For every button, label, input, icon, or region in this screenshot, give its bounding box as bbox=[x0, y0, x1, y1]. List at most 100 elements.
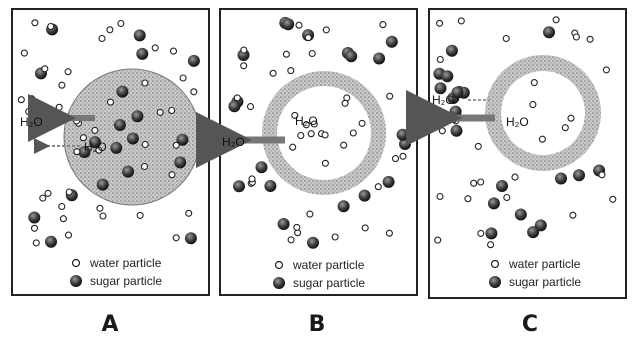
water-particle bbox=[59, 204, 65, 210]
water-particle bbox=[375, 184, 381, 190]
water-particle bbox=[573, 34, 579, 40]
panel-b-legend-sugar: sugar particle bbox=[293, 276, 365, 290]
panel-a-h2o-inside: H₂O bbox=[84, 140, 107, 154]
panel-a-label: A bbox=[95, 312, 125, 337]
panel-b-h2o-outside: H₂O bbox=[222, 135, 245, 149]
sugar-particle bbox=[451, 125, 463, 137]
water-particle bbox=[137, 212, 143, 218]
sugar-particle bbox=[45, 236, 57, 248]
water-particle bbox=[504, 195, 510, 201]
water-particle bbox=[531, 80, 537, 86]
sugar-particle bbox=[233, 180, 245, 192]
water-particle bbox=[180, 75, 186, 81]
water-particle bbox=[48, 24, 54, 30]
water-particle bbox=[171, 48, 177, 54]
water-particle bbox=[587, 36, 593, 42]
water-particle-icon bbox=[73, 260, 80, 267]
water-particle bbox=[152, 45, 158, 51]
panel-b-h2o-inside: H₂O bbox=[295, 114, 318, 128]
water-particle bbox=[288, 237, 294, 243]
water-particle bbox=[290, 144, 296, 150]
water-particle bbox=[603, 67, 609, 73]
sugar-particle bbox=[373, 53, 385, 65]
water-particle bbox=[21, 50, 27, 56]
sugar-particle bbox=[345, 50, 357, 62]
sugar-particle bbox=[97, 179, 109, 191]
sugar-particle bbox=[282, 18, 294, 30]
water-particle bbox=[475, 143, 481, 149]
water-particle bbox=[283, 51, 289, 57]
water-particle bbox=[60, 216, 66, 222]
sugar-particle bbox=[307, 237, 319, 249]
panel-a-h2o-outside: H₂O bbox=[20, 115, 43, 129]
water-particle bbox=[562, 125, 568, 131]
water-particle bbox=[458, 18, 464, 24]
panel-b-label: B bbox=[302, 312, 332, 337]
water-particle-icon bbox=[492, 261, 499, 268]
sugar-particle bbox=[488, 197, 500, 209]
water-particle bbox=[157, 109, 163, 115]
panel-a-legend-sugar: sugar particle bbox=[90, 274, 162, 288]
water-particle bbox=[186, 210, 192, 216]
sugar-particle bbox=[555, 173, 567, 185]
water-particle bbox=[478, 230, 484, 236]
water-particle bbox=[539, 136, 545, 142]
water-particle bbox=[142, 142, 148, 148]
water-particle bbox=[65, 69, 71, 75]
water-particle bbox=[92, 127, 98, 133]
water-particle bbox=[439, 128, 445, 134]
sugar-particle bbox=[131, 110, 143, 122]
water-particle bbox=[553, 17, 559, 23]
water-particle bbox=[610, 196, 616, 202]
water-particle bbox=[56, 104, 62, 110]
water-particle bbox=[100, 213, 106, 219]
sugar-particle bbox=[185, 232, 197, 244]
sugar-particle bbox=[122, 166, 134, 178]
sugar-particle bbox=[256, 161, 268, 173]
water-particle bbox=[437, 20, 443, 26]
sugar-particle bbox=[527, 226, 539, 238]
water-particle bbox=[322, 160, 328, 166]
water-particle bbox=[270, 70, 276, 76]
water-particle bbox=[387, 93, 393, 99]
sugar-particle bbox=[28, 212, 40, 224]
water-particle bbox=[169, 108, 175, 114]
water-particle bbox=[191, 89, 197, 95]
water-particle bbox=[248, 104, 254, 110]
panel-a-legend-water: water particle bbox=[89, 256, 162, 270]
water-particle bbox=[296, 22, 302, 28]
sugar-particle bbox=[114, 119, 126, 131]
water-particle bbox=[173, 142, 179, 148]
water-particle bbox=[97, 205, 103, 211]
sugar-particle bbox=[496, 180, 508, 192]
water-particle bbox=[305, 35, 311, 41]
water-particle-icon bbox=[276, 262, 283, 269]
sugar-particle bbox=[573, 169, 585, 181]
water-particle bbox=[298, 133, 304, 139]
water-particle bbox=[437, 194, 443, 200]
water-particle bbox=[350, 130, 356, 136]
panel-c-label: C bbox=[515, 312, 545, 337]
water-particle bbox=[66, 232, 72, 238]
water-particle bbox=[45, 190, 51, 196]
sugar-particle bbox=[397, 129, 409, 141]
panel-c-legend-water: water particle bbox=[508, 257, 581, 271]
water-particle bbox=[568, 115, 574, 121]
water-particle bbox=[308, 131, 314, 137]
water-particle bbox=[32, 225, 38, 231]
sugar-particle bbox=[543, 26, 555, 38]
water-particle bbox=[33, 240, 39, 246]
sugar-particle-icon bbox=[489, 276, 501, 288]
water-particle bbox=[386, 230, 392, 236]
sugar-particle-icon bbox=[273, 277, 285, 289]
water-particle bbox=[169, 172, 175, 178]
sugar-particle bbox=[359, 190, 371, 202]
water-particle bbox=[294, 224, 300, 230]
water-particle bbox=[173, 235, 179, 241]
water-particle bbox=[288, 68, 294, 74]
water-particle bbox=[241, 63, 247, 69]
panel-b-legend-water: water particle bbox=[292, 258, 365, 272]
sugar-particle bbox=[441, 70, 453, 82]
water-particle bbox=[59, 82, 65, 88]
